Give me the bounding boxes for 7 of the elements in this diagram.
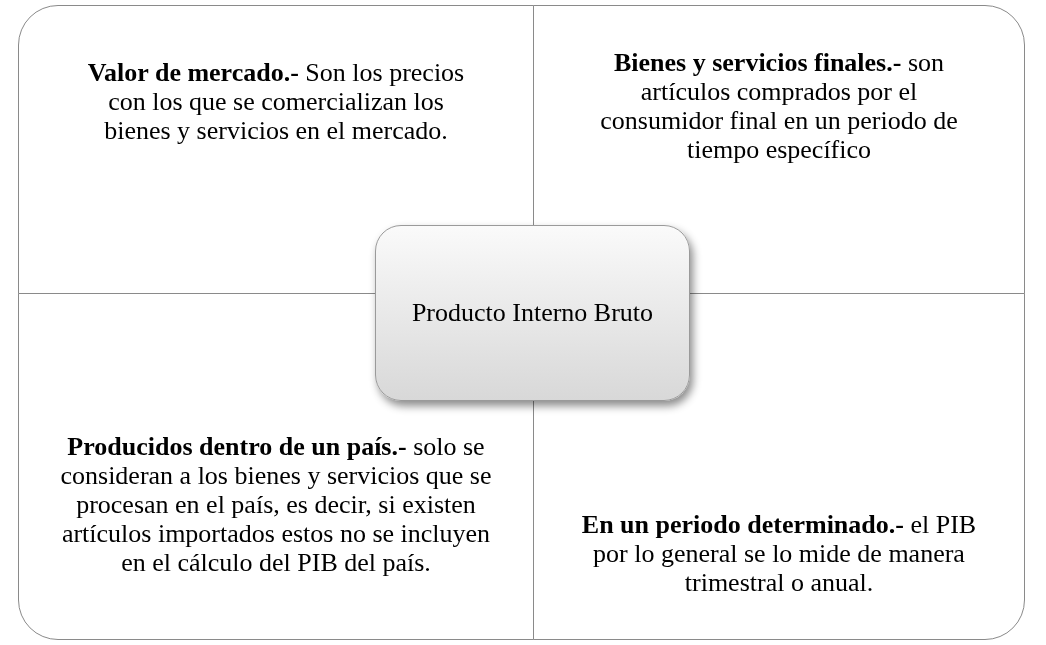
definition-text: Bienes y servicios finales.- son artículos comprados por el consumidor final en un periodo de tiempo específico	[599, 48, 959, 164]
quadrant-panel	[533, 5, 1025, 294]
definition-text: Valor de mercado.- Son los precios con los que se comercializan los bienes y servicios en el mercado.	[86, 58, 466, 145]
quadrant-panel	[18, 5, 534, 294]
definition-text: En un periodo determinado.- el PIB por lo general se lo mide de manera trimestral o anual.	[580, 510, 978, 597]
definition-text: Producidos dentro de un país.- solo se consideran a los bienes y servicios que se procesan en el país, es decir, si existen artículos importados estos no se incluyen en el cálculo del PIB del país.	[59, 432, 493, 577]
concept-box: Producto Interno Bruto	[375, 225, 690, 401]
